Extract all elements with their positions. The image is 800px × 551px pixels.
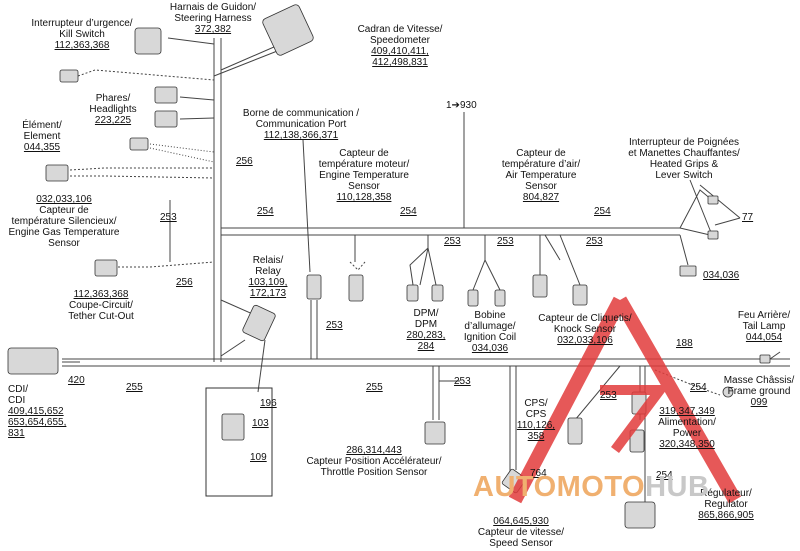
tether-connector	[94, 259, 118, 277]
coil-connector-1	[467, 289, 479, 307]
speedometer-connector	[262, 4, 314, 56]
dpm-connector-2	[431, 284, 444, 302]
coil-connector-2	[494, 289, 506, 307]
wire-ref: 253	[444, 236, 461, 247]
wire-ref: 188	[676, 338, 693, 349]
tail-lamp-connector	[759, 354, 771, 364]
steering-harness-connector	[134, 27, 162, 55]
wire-ref: 77	[742, 212, 754, 223]
wire-ref: 253	[497, 236, 514, 247]
regulator-connector	[624, 501, 656, 529]
wire-ref: 253	[600, 390, 617, 401]
element-connector	[129, 137, 149, 151]
relay-connector	[242, 304, 276, 342]
kill-switch-connector	[59, 69, 79, 83]
wire-ref: 254	[257, 206, 274, 217]
wire-ref: 255	[366, 382, 383, 393]
wire-ref: 034,036	[703, 270, 740, 281]
cps-connector	[567, 417, 583, 445]
wire-ref: 256	[176, 277, 193, 288]
wire-ref: 254	[594, 206, 611, 217]
headlight-connector-1	[154, 86, 178, 104]
grip-switch-connector-3	[679, 265, 697, 277]
frame-ground-terminal	[722, 386, 734, 398]
watermark-triangle	[508, 296, 742, 504]
air-temp-connector	[532, 274, 548, 298]
detail-ref: 109	[250, 452, 267, 463]
wire-ref: 254	[400, 206, 417, 217]
detail-ref: 103	[252, 418, 269, 429]
wire-ref: 253	[586, 236, 603, 247]
wire-ref: 253	[454, 376, 471, 387]
throttle-sensor-connector	[424, 421, 446, 445]
egt-connector	[45, 164, 69, 182]
grip-switch-connector-1	[707, 195, 719, 205]
headlight-connector-2	[154, 110, 178, 128]
wire-ref: 256	[236, 156, 253, 167]
knock-sensor-connector	[572, 284, 588, 306]
wire-ref: 253	[160, 212, 177, 223]
engine-temp-connector	[348, 274, 364, 302]
detail-ref: 196	[260, 398, 277, 409]
comm-port-label: Borne de communication /Communication Po…	[242, 108, 360, 141]
cdi-box	[7, 347, 59, 375]
wire-ref: 254	[656, 470, 673, 481]
power-connector-2	[629, 429, 645, 453]
wire-ref: 764	[530, 468, 547, 479]
detail-relay-connector	[221, 413, 245, 441]
comm-port-connector	[306, 274, 322, 300]
wire-ref: 420	[68, 375, 85, 386]
dpm-connector-1	[406, 284, 419, 302]
wire-ref: 255	[126, 382, 143, 393]
wire-ref: 254	[690, 382, 707, 393]
watermark-logo: AUTOMOTOHUB	[473, 471, 710, 503]
wire-ref: 253	[326, 320, 343, 331]
grip-switch-connector-2	[707, 230, 719, 240]
wire-ref: 1➔930	[446, 100, 477, 111]
